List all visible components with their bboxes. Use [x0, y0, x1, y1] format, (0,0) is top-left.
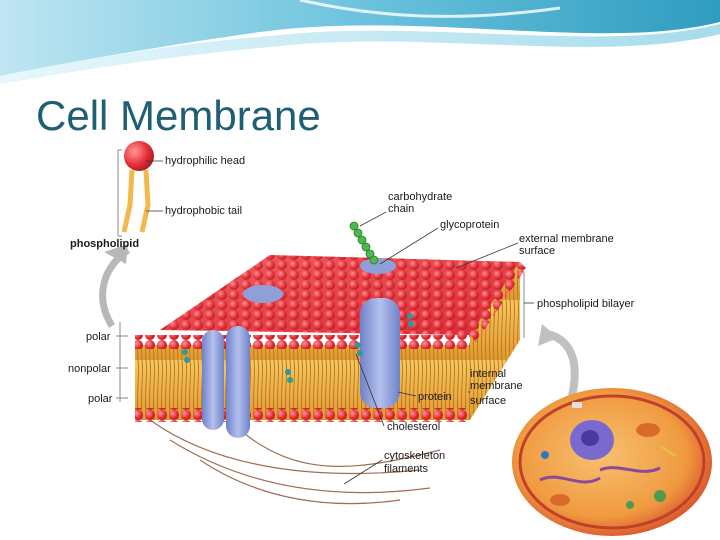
label-nonpolar: nonpolar [68, 363, 111, 375]
glycoprotein-shape [360, 258, 396, 274]
label-hydrophobic-tail: hydrophobic tail [165, 205, 243, 217]
label-cytoskeleton-line1: cytoskeleton [384, 450, 446, 462]
phospholipid-bilayer-slab [135, 255, 526, 422]
cell-illustration [512, 388, 712, 536]
label-glycoprotein: glycoprotein [440, 219, 500, 231]
label-cholesterol: cholesterol [387, 421, 441, 433]
label-carbohydrate-chain-line2: chain [388, 203, 415, 215]
polarity-brackets [116, 322, 128, 402]
label-phospholipid: phospholipid [70, 238, 140, 250]
leader-lines [146, 160, 534, 485]
label-external-surface-line1: external membrane [519, 233, 614, 245]
label-phospholipid-bilayer: phospholipid bilayer [537, 298, 635, 310]
integral-protein-right [360, 298, 400, 408]
peripheral-protein [243, 285, 283, 303]
label-polar-top: polar [86, 331, 111, 343]
cholesterol-molecules [182, 313, 414, 383]
integral-protein-left [202, 326, 250, 438]
cytoskeleton-filaments [149, 419, 441, 505]
label-protein: protein [418, 391, 452, 403]
label-cytoskeleton-line2: filaments [384, 463, 429, 475]
label-internal-surface-line3: surface [470, 395, 507, 407]
phospholipid-arrow-head [104, 244, 128, 264]
page-title: Cell Membrane [36, 92, 321, 139]
label-polar-bottom: polar [88, 393, 113, 405]
phospholipid-icon [117, 141, 154, 237]
banner-highlight [299, 0, 561, 18]
label-hydrophilic-head: hydrophilic head [165, 155, 246, 167]
header-wave-banner [0, 0, 720, 84]
label-internal-surface-line2: membrane [470, 380, 523, 392]
cell-arrow-head [538, 324, 558, 346]
carbohydrate-chain-beads [349, 221, 379, 265]
label-carbohydrate-chain-line1: carbohydrate [388, 191, 453, 203]
label-external-surface-line2: surface [519, 245, 556, 257]
label-internal-surface-line1: internal [470, 368, 507, 380]
banner-wave-light [0, 24, 720, 84]
cell-arrow [546, 330, 579, 397]
banner-wave-dark [0, 0, 720, 76]
